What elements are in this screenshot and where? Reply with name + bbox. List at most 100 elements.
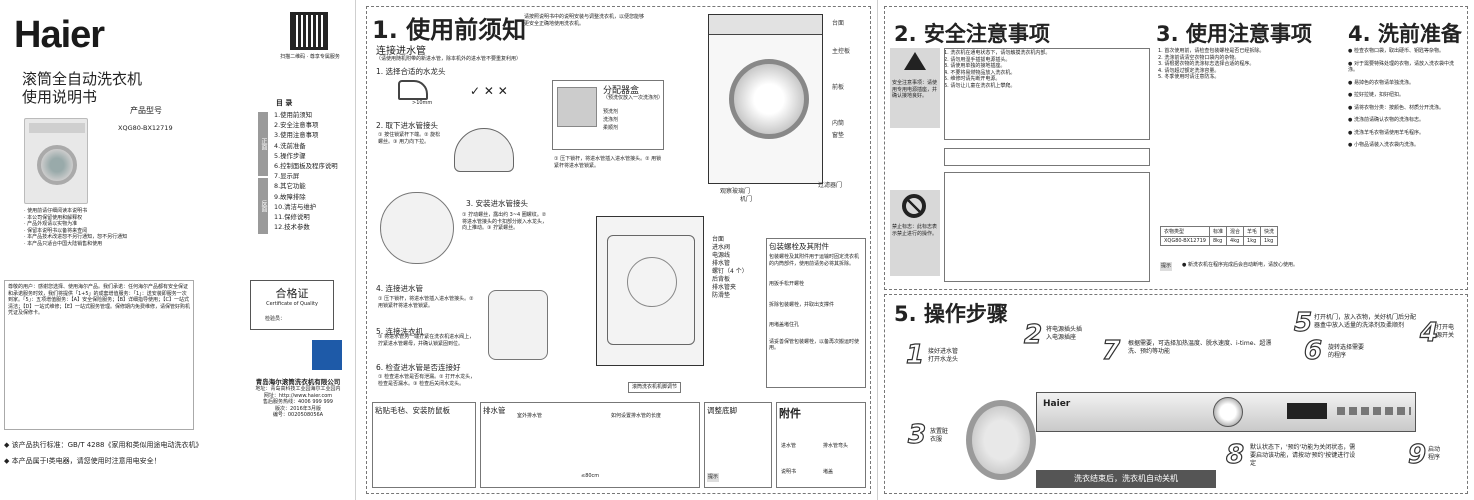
step-2: 2. 取下进水管接头 [376,121,439,130]
step-1: 1. 选择合适的水龙头 [376,67,446,76]
panel-before-use: 1. 使用前须知 请按照说明书中的说明安装与调整洗衣机，以便您能够更安全正确地使… [358,0,878,500]
adjust-feet-box: 调整底脚 提示 [704,402,772,488]
model-value: XQG80-BX12719 [118,124,173,132]
toc-item[interactable]: 3.使用注意事项 [274,131,319,140]
step-number: 3 [907,419,927,450]
toc-title: 目 录 [276,99,293,107]
usage-note: ● 新洗衣机在程序完成后会自动断电，请放心使用。 [1182,262,1298,268]
warranty-box: 尊敬的用户：感谢您选择、使用海尔产品。我们承诺：任何海尔产品都有安全保证和承诺服… [4,280,194,430]
toc-item[interactable]: 10.清洁与维护 [274,202,317,211]
toc-list: 1.使用前须知 2.安全注意事项 3.使用注意事项 4.洗前准备 5.操作步骤 … [274,110,338,232]
warning-icon [904,52,926,70]
dispenser-text: ① 压下锁杆，将进水管插入进水管接头。② 用锁紧杆将进水管锁紧。 [554,156,662,169]
cert-sub: Certificate of Quality [266,301,318,307]
prohibited-icon [902,194,926,218]
hose-illustration [488,290,548,360]
connector-parts [380,192,454,264]
step-text: 启动 程序 [1428,446,1441,461]
step-text: 默认状态下，'预约'功能为关闭状态，需要启动该功能，请按动'预约'按键进行设定 [1250,444,1356,467]
section-title: 5. 操作步骤 [894,302,1008,326]
program-knob[interactable] [1213,397,1243,427]
sub-note: （请使用随机附带的新进水管，除本机外的进水管不要重复利用） [376,56,522,62]
step-number: 8 [1225,439,1245,470]
prep-list: ● 检查衣物口袋，取出硬币、钥匙等杂物。 ● 对于需要特殊处理的衣物，请放入洗衣… [1348,48,1454,148]
toc-item[interactable]: 7.显示屏 [274,172,300,181]
toc-item[interactable]: 12.技术参数 [274,223,310,232]
cert-inspector: 检验员： [265,315,286,322]
warranty-text: 尊敬的用户：感谢您选择、使用海尔产品。我们承诺：任何海尔产品都有安全保证和承诺服… [8,284,191,316]
rear-labels: 台面 进水阀 电源线 排水管 螺钉（4 个） 后背板 排水管夹 防滑垫 [712,236,748,299]
display-screen [1287,403,1327,419]
step-number: 6 [1303,335,1323,366]
manual-title: 使用说明书 [22,88,98,106]
section-title: 4. 洗前准备 [1348,22,1462,46]
toc-item[interactable]: 4.洗前准备 [274,141,306,150]
step-3-text: ① 拧动螺丝，露出约 3~4 圈螺纹。② 将进水管接头的卡扣部分嵌入水龙头，向上… [462,212,548,231]
tap-size: >10mm [412,100,433,106]
section-title: 2. 安全注意事项 [894,22,1050,46]
step-text: 放置脏 衣服 [930,428,949,443]
toc-item[interactable]: 5.操作步骤 [274,151,306,160]
warn-icon-box: 安全注意事项：请使用专用电源插座，并确认接地良好。 [890,48,940,128]
step-text: 将电源插头插 入电源插座 [1046,326,1083,341]
machine-label: 机门 [740,196,753,203]
machine-label: 台面 [832,20,845,27]
step-number: 7 [1101,335,1121,366]
section-title: 1. 使用前须知 [372,16,527,44]
washer-front [708,14,823,184]
panel-brand: Haier [1043,399,1071,409]
section-title: 3. 使用注意事项 [1156,22,1312,46]
step-text: 打开机门，放入衣物，关好机门后分配器盒中放入适量的洗涤剂及柔顺剂 [1314,314,1417,329]
machine-label: 窗垫 [832,132,845,139]
attachments-box: 附件 进水管 排水管弯头 说明书 堵盖 [776,402,866,488]
step-number: 4 [1419,317,1439,348]
step-5: 5. 连接洗衣机 [376,327,424,336]
pack-bolts-box: 包装螺栓及其附件 包装螺栓及其附件用于运输时固定洗衣机的内筒部件，使用前请务必将… [766,238,866,388]
step-number: 2 [1023,319,1043,350]
step-text: 接好进水管 打开水龙头 [928,348,959,363]
washer-door-illustration [966,400,1036,480]
section-note: 请按照说明书中的说明安装与调整洗衣机，以便您能够更安全正确地使用洗衣机。 [524,14,645,27]
tap-icon [398,80,428,100]
toc-item[interactable]: 11.保修说明 [274,213,310,222]
sub-title: 连接进水管 [376,46,426,57]
step-4: 4. 连接进水管 [376,284,424,293]
step-6-text: ① 检查进水管是否有泄漏。② 打开水龙头，检查是否漏水。③ 检查后关闭水龙头。 [378,374,476,387]
step-number: 1 [905,339,925,370]
step-5-text: ① 将进水管另一端拧紧在洗衣机进水阀上，拧紧进水管螺母，并确认锁紧固到位。 [378,334,475,347]
toc-item[interactable]: 1.使用前须知 [274,111,313,119]
qr-caption: 扫描二维码 · 尊享专属服务 [280,54,340,60]
toc-item[interactable]: 9.故障排除 [274,192,306,201]
final-banner: 洗衣结束后，洗衣机自动关机 [1036,470,1216,488]
machine-label: 观察玻璃门 [720,188,751,195]
step-3: 3. 安装进水管接头 [466,199,529,208]
machine-label: 主控板 [832,48,851,55]
sticker-box: 粘贴毛毡、安装防鼠板 [372,402,476,488]
machine-label: 前板 [832,84,845,91]
washer-image [24,118,88,204]
hose-note: 滚筒洗衣机机脚调节 [628,382,682,393]
step-text: 根据需要，可选择加热温度、脱水速度、i-time、超漂洗、预约等功能 [1128,340,1272,355]
panel-safety: 2. 安全注意事项 安全注意事项：请使用专用电源插座，并确认接地良好。 禁止标志… [880,0,1474,500]
brand-logo: Haier [14,14,105,56]
step-2-text: ① 按住锁紧杆下端。② 旋松螺丝。③ 用力向下拉。 [378,132,441,145]
step-number: 5 [1293,307,1313,338]
qr-code[interactable] [290,12,328,50]
machine-label: 内筒 [832,120,845,127]
control-panel[interactable]: Haier [1036,392,1416,432]
step-number: 9 [1407,439,1427,470]
footer-safety: ◆ 本产品属于Ⅰ类电器，请您使用时注意用电安全！ [4,457,161,465]
toc-item[interactable]: 8.其它功能 [274,182,306,191]
note-label: 提示 [1160,262,1173,271]
capacity-table: 衣物类型 标准 混合 羊毛 快洗 XQG80-BX12719 8kg 4kg 1… [1160,226,1279,246]
step-6: 6. 检查进水管是否连接好 [376,363,461,372]
toc-item[interactable]: 2.安全注意事项 [274,121,319,130]
cover-notes: · 使用前请仔细阅读本说明书 · 本公司保留使用和解释权 · 产品外观请以实物为… [24,208,128,247]
cert-title: 合格证 [275,287,309,300]
safety-list: 1. 洗衣机在通电状态下，请勿触摸洗衣机内部。 2. 请勿用湿手插拔电源插头。 … [944,50,1051,89]
buttons-row[interactable] [1337,407,1411,415]
drain-box: 排水管 室外排水管 如何设置排水管的长度 ≤80cm [480,402,700,488]
dispenser-box: 分配器盒 （预洗仅放入一次洗涤剂） 预洗剂 洗涤剂 柔顺剂 [552,80,664,150]
toc-item[interactable]: 6.控制面板及程序说明 [274,162,338,171]
product-title: 滚筒全自动洗衣机 [22,70,143,88]
